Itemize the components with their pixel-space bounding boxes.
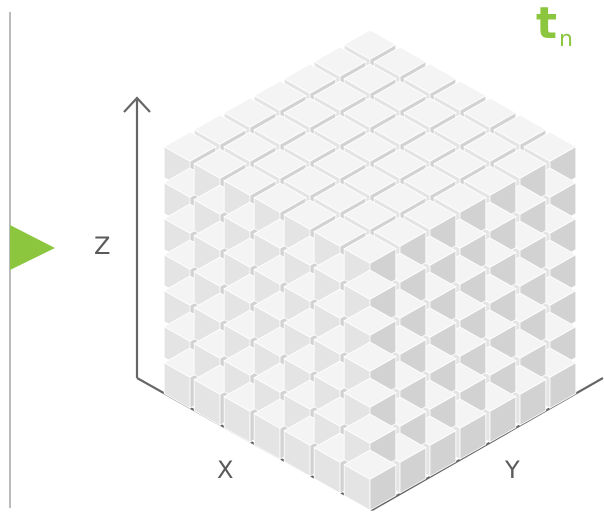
voxel-cube-grid	[163, 29, 577, 511]
y-axis-label: Y	[505, 456, 520, 484]
x-axis-label: X	[217, 456, 234, 484]
time-symbol: t	[536, 0, 558, 49]
time-step-label: tn	[536, 0, 573, 53]
z-axis-arrow-icon	[123, 96, 151, 113]
z-axis-label: Z	[94, 232, 111, 260]
voxel-cube	[343, 449, 397, 511]
time-subscript: n	[559, 27, 573, 52]
timeline-marker-icon[interactable]	[10, 225, 55, 270]
voxel-cube	[343, 233, 397, 295]
